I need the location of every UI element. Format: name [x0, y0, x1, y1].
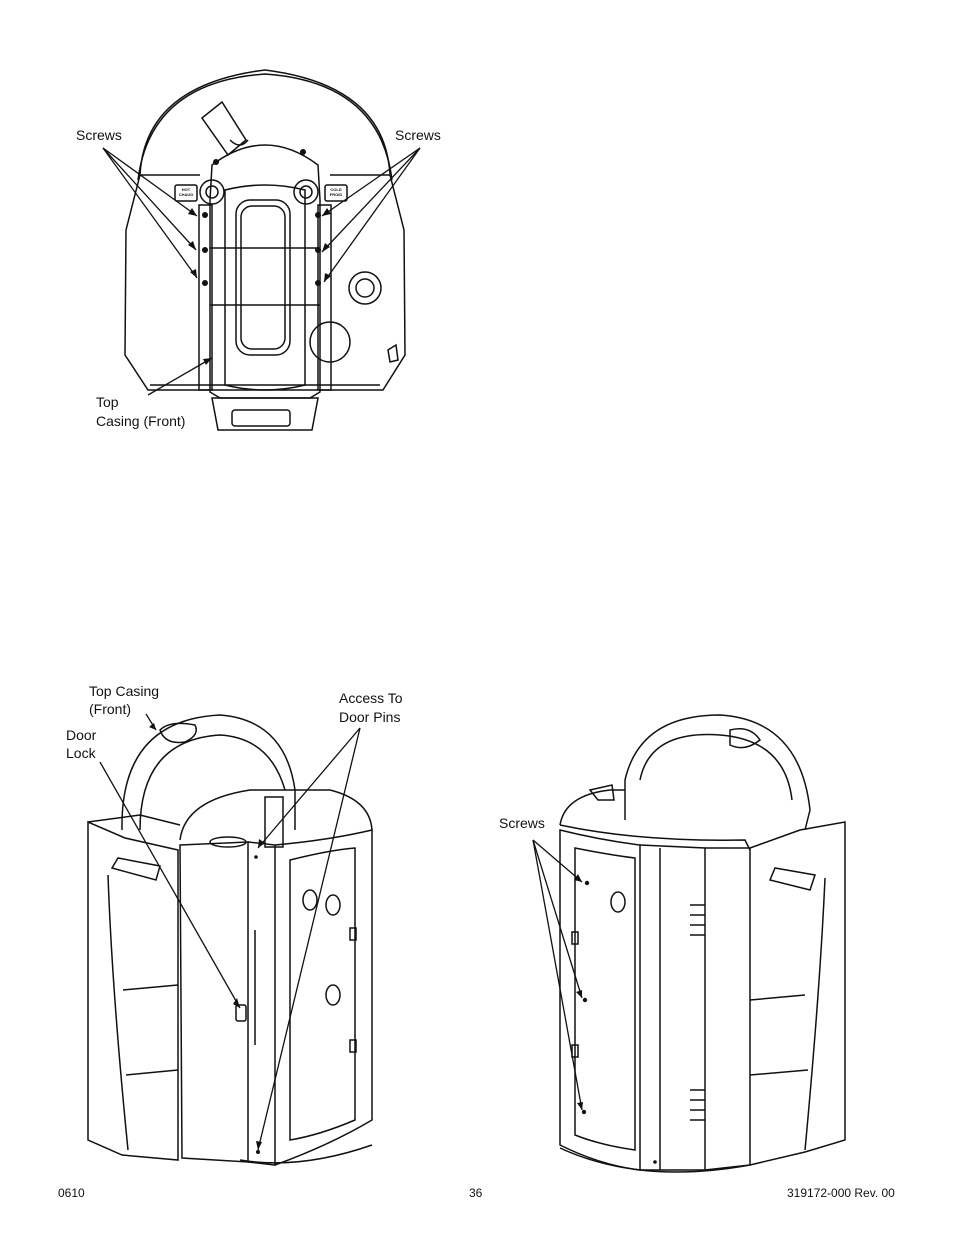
label-top-casing-line2: Casing (Front): [96, 413, 186, 429]
label-screws-left: Screws: [76, 127, 122, 143]
label-top-casing-line1: Top: [96, 394, 119, 410]
label-screws-br: Screws: [499, 815, 545, 831]
footer-right: 319172-000 Rev. 00: [787, 1186, 895, 1200]
label-top-casing-bl-line1: Top Casing: [89, 683, 160, 699]
label-access-line1: Access To: [339, 690, 403, 706]
label-door-lock-line2: Lock: [66, 745, 96, 761]
label-screws-right: Screws: [395, 127, 441, 143]
badge-hot: HOT CHAUD: [178, 187, 194, 197]
label-access-line2: Door Pins: [339, 709, 401, 725]
label-top-casing-bl-line2: (Front): [89, 701, 131, 717]
label-door-lock-line1: Door: [66, 727, 97, 743]
footer-page-number: 36: [469, 1186, 483, 1200]
badge-cold: COLD FROID: [329, 187, 343, 197]
footer-left: 0610: [58, 1186, 85, 1200]
